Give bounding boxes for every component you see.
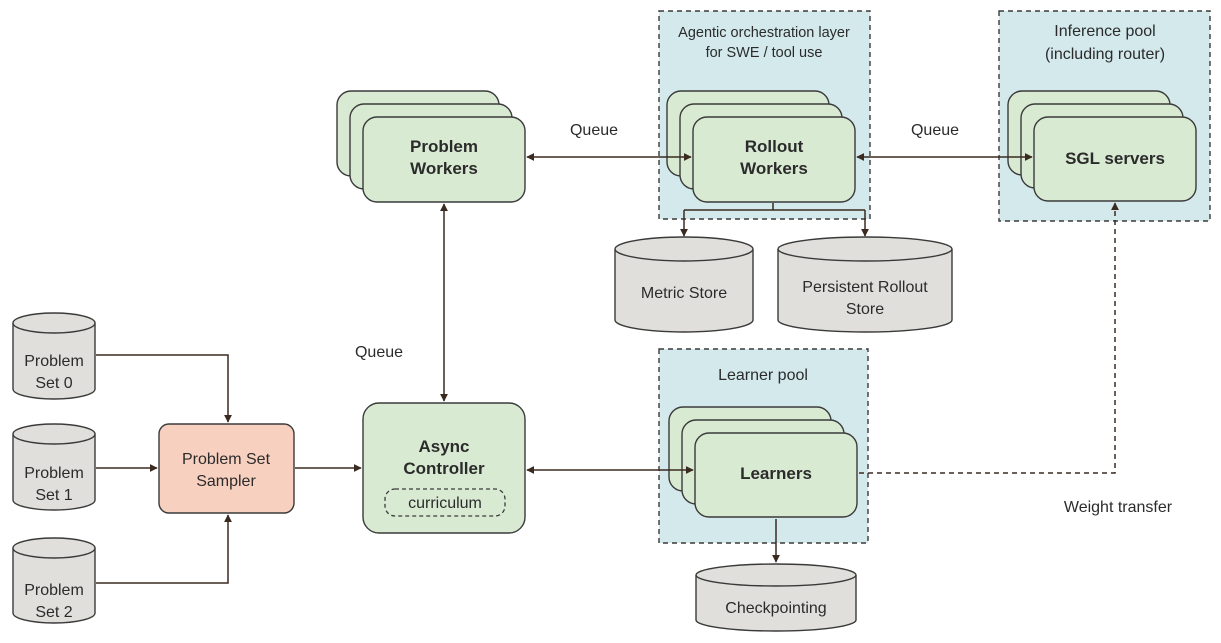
sampler-label-line2: Sampler bbox=[196, 473, 256, 490]
sgl-servers-label: SGL servers bbox=[1065, 149, 1165, 168]
metric-store-cylinder: Metric Store bbox=[614, 236, 754, 333]
edge-set2-sampler bbox=[96, 514, 232, 584]
problem-set-1-cylinder: Problem Set 1 bbox=[12, 423, 96, 511]
sampler-label-line1: Problem Set bbox=[182, 451, 271, 468]
problem-set-2-label-line2: Set 2 bbox=[35, 604, 72, 621]
problem-set-sampler-node: Problem Set Sampler bbox=[158, 423, 295, 514]
queue-label-problem-rollout: Queue bbox=[570, 122, 618, 139]
inference-pool-title-line1: Inference pool bbox=[1054, 23, 1155, 40]
problem-set-2-cylinder: Problem Set 2 bbox=[12, 537, 96, 624]
learners-label: Learners bbox=[740, 464, 812, 483]
agentic-pool-title-line2: for SWE / tool use bbox=[706, 45, 823, 61]
edge-rollout-stores-trunk bbox=[684, 203, 865, 211]
problem-workers-label-line2: Workers bbox=[410, 159, 478, 178]
weight-transfer-label: Weight transfer bbox=[1064, 499, 1173, 516]
learner-pool-title: Learner pool bbox=[718, 367, 808, 384]
edge-set0-sampler bbox=[96, 354, 232, 423]
problem-set-0-cylinder: Problem Set 0 bbox=[12, 312, 96, 400]
checkpointing-cylinder: Checkpointing bbox=[695, 563, 857, 632]
queue-label-rollout-sgl: Queue bbox=[911, 122, 959, 139]
sgl-servers-node: SGL servers bbox=[1007, 90, 1197, 202]
problem-set-2-label-line1: Problem bbox=[24, 582, 84, 599]
problem-set-0-label-line1: Problem bbox=[24, 353, 84, 370]
queue-label-controller-problem: Queue bbox=[355, 344, 403, 361]
inference-pool-title-line2: (including router) bbox=[1045, 46, 1165, 63]
problem-workers-node: Problem Workers bbox=[336, 90, 526, 203]
learners-node: Learners bbox=[668, 406, 858, 518]
problem-set-1-label-line1: Problem bbox=[24, 465, 84, 482]
problem-set-0-label-line2: Set 0 bbox=[35, 375, 72, 392]
problem-set-1-label-line2: Set 1 bbox=[35, 487, 72, 504]
persistent-store-label-line1: Persistent Rollout bbox=[802, 279, 928, 296]
curriculum-label: curriculum bbox=[408, 495, 482, 512]
async-controller-label-line1: Async bbox=[418, 437, 469, 456]
rollout-workers-label-line1: Rollout bbox=[745, 137, 804, 156]
persistent-store-label-line2: Store bbox=[846, 301, 884, 318]
async-controller-label-line2: Controller bbox=[403, 459, 485, 478]
agentic-pool-title-line1: Agentic orchestration layer bbox=[678, 25, 850, 41]
persistent-rollout-store-cylinder: Persistent Rollout Store bbox=[777, 236, 953, 333]
problem-workers-label-line1: Problem bbox=[410, 137, 478, 156]
checkpointing-label: Checkpointing bbox=[725, 600, 826, 617]
rollout-workers-label-line2: Workers bbox=[740, 159, 808, 178]
metric-store-label: Metric Store bbox=[641, 285, 727, 302]
curriculum-box bbox=[384, 488, 506, 517]
edge-weight-transfer bbox=[859, 202, 1119, 474]
rollout-workers-node: Rollout Workers bbox=[666, 90, 856, 203]
async-controller-node: Async Controller curriculum bbox=[362, 402, 526, 534]
